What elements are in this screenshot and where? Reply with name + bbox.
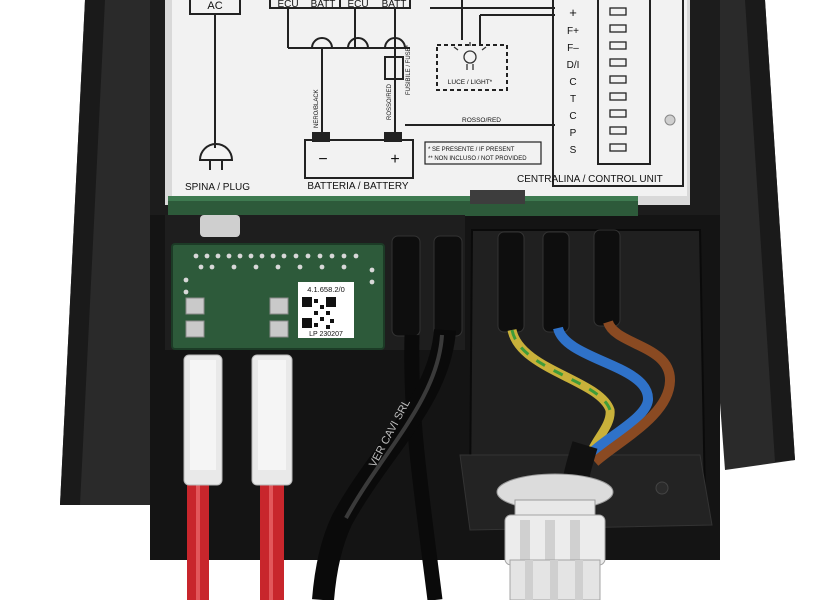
terminal-label-9: S xyxy=(570,145,577,156)
black-wire-thin xyxy=(404,334,443,600)
red-wire-label: ROSSO/RED xyxy=(462,117,501,124)
batt-label-2: BATT xyxy=(382,0,407,10)
white-clip xyxy=(200,215,240,237)
module-pcb: 4.1.658.2/0 LP 230207 xyxy=(171,243,385,350)
module-code: 4.1.658.2/0 xyxy=(307,285,345,294)
terminal-label-8: P xyxy=(570,128,577,139)
red-wire-right xyxy=(251,354,293,600)
terminal-label-6: T xyxy=(570,94,576,105)
fuse-label: FUSIBILE / FUSE* xyxy=(406,44,412,95)
note-not-provided: ** NON INCLUSO / NOT PROVIDED xyxy=(428,156,527,162)
ecu-label-2: ECU xyxy=(347,0,368,10)
terminal-label-5: C xyxy=(569,77,576,88)
ac-label: AC xyxy=(207,0,222,12)
black-cable-highlight xyxy=(344,334,444,519)
batt-label-1: BATT xyxy=(311,0,336,10)
compartment-screw xyxy=(655,481,669,495)
terminal-label-3: F– xyxy=(567,43,579,54)
cable-connectors xyxy=(497,229,621,333)
module-lot: LP 230207 xyxy=(309,331,343,338)
terminal-label-1: + xyxy=(569,5,577,20)
control-unit-label: CENTRALINA / CONTROL UNIT xyxy=(517,174,663,185)
right-flange-edge xyxy=(745,0,795,462)
red-wire-left xyxy=(183,354,223,600)
solder-pads xyxy=(185,297,289,338)
left-flange-edge xyxy=(60,0,105,505)
battery-symbol xyxy=(304,139,414,179)
control-unit-box xyxy=(552,0,684,187)
light-bulb-icon xyxy=(453,42,487,70)
ecu-label-1: ECU xyxy=(277,0,298,10)
terminal-label-4: D/I xyxy=(567,60,580,71)
wire-yellow-green xyxy=(507,328,615,457)
battery-label: BATTERIA / BATTERY xyxy=(307,181,408,192)
battery-minus: − xyxy=(318,151,327,168)
panel-text: AC ECU BATT ECU BATT SPINA / PLUG BATTER… xyxy=(185,0,663,193)
battery-plus: + xyxy=(390,151,399,168)
panel-screw xyxy=(664,114,676,126)
cable-gland xyxy=(496,473,614,600)
notes-box xyxy=(424,141,542,165)
wire-brown xyxy=(591,319,676,466)
wire-yellow-green-stripe xyxy=(510,329,612,411)
terminal-label-2: F+ xyxy=(567,26,579,37)
red-wire-vertical-label: ROSSO/RED xyxy=(387,83,393,120)
pcb-connector xyxy=(470,190,525,204)
light-label: LUCE / LIGHT* xyxy=(448,79,493,86)
spina-plug-label: SPINA / PLUG xyxy=(185,182,250,193)
wire-blue xyxy=(553,326,653,464)
wiring-schematic xyxy=(189,0,684,187)
light-box xyxy=(436,44,508,91)
terminal-strip xyxy=(597,0,651,165)
pcb-vias xyxy=(183,253,375,295)
note-if-present: * SE PRESENTE / IF PRESENT xyxy=(428,147,515,153)
qr-code xyxy=(302,297,336,329)
black-wire-label: NERO/BLACK xyxy=(314,89,320,128)
fuse-symbol xyxy=(384,56,404,80)
terminal-label-7: C xyxy=(569,111,576,122)
main-pcb-highlight xyxy=(168,196,638,201)
terminal-pins xyxy=(609,7,627,152)
terminal-labels: + F+ F– D/I C T C P S xyxy=(567,5,580,156)
black-wire-connectors xyxy=(391,235,463,337)
